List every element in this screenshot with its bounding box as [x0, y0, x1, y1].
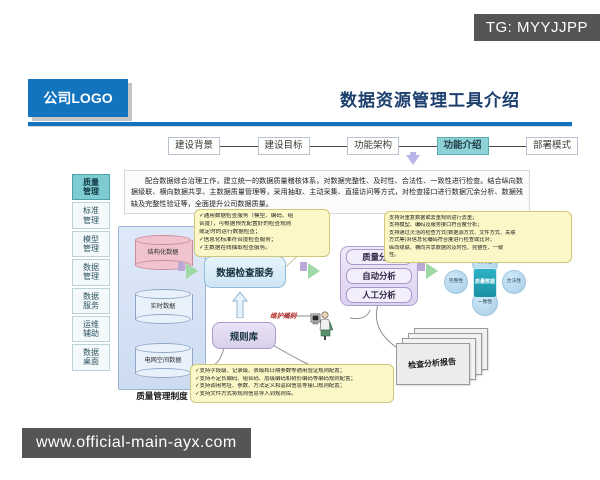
- sidebar-item-label-l1: 数据: [83, 263, 99, 273]
- callout-rule-config: ✓支持字段级、记录级、表级和日期参数等通用验证规则配置； ✓支持不定长编码、组合…: [190, 364, 394, 403]
- data-store-realtime: 实时数据: [135, 289, 193, 324]
- sidebar-item-label-l1: 数据: [83, 291, 99, 301]
- callout-line: 或定时的运行数据检查；: [199, 228, 261, 235]
- sidebar-item-data-service[interactable]: 数据 服务: [72, 287, 110, 314]
- arrow-tail-3: [418, 262, 425, 271]
- callout-line: 支持通过灵活的检查方式(数据源方式、文件方式、关联: [389, 229, 516, 236]
- architecture-diagram: 结构化数据 实时数据 电网空间数据 质量管理制度 数据检查服务: [112, 209, 582, 422]
- sidebar-item-label-l1: 标准: [83, 206, 99, 216]
- watermark-top: TG: MYYJJPP: [473, 14, 600, 41]
- breadcrumb-item-0[interactable]: 建设背景: [168, 137, 221, 155]
- company-logo: 公司LOGO: [28, 79, 128, 117]
- report-label: 检查分析报告: [407, 356, 457, 370]
- up-arrow-icon: [232, 292, 248, 318]
- arrow-tail-2: [300, 262, 307, 271]
- quality-data-center: 质量数据: [473, 268, 497, 298]
- callout-line: ✓支持不定长编码、组合码、层级编码和树形编码等编码规则配置；: [195, 375, 356, 382]
- data-store-label: 结构化数据: [147, 249, 179, 256]
- breadcrumb-item-1[interactable]: 建设目标: [257, 137, 310, 155]
- flow-arrow-2-icon: [308, 263, 320, 279]
- sidebar-item-label-l2: 管理: [83, 187, 99, 197]
- cylinder-bottom: [135, 314, 191, 324]
- description-text: 配合数据综合治理工作，建立统一的数据质量稽核体系，对数据完整性、及时性、合法性、…: [124, 170, 530, 215]
- data-store-grid-spatial: 电网空间数据: [135, 343, 193, 378]
- breadcrumb-connector: [488, 145, 526, 147]
- sidebar-item-label-l2: 服务: [83, 300, 99, 310]
- breadcrumb-item-2[interactable]: 功能架构: [347, 137, 400, 155]
- callout-line: 合度），可根据预先配置好的检查规则: [199, 220, 292, 227]
- breadcrumb: 建设背景 建设目标 功能架构 功能介绍 部署模式: [168, 135, 579, 157]
- sidebar: 质量 管理 标准 管理 模型 管理 数据 管理 数据 服务 运维 辅助 数据 桌…: [72, 174, 110, 371]
- sidebar-item-data-desktop[interactable]: 数据 桌面: [72, 344, 110, 371]
- node-data-check-service[interactable]: 数据检查服务: [204, 256, 286, 288]
- data-store-structured: 结构化数据: [135, 235, 193, 270]
- callout-line: ✓支持字段级、记录级、表级和日期参数等通用验证规则配置；: [195, 368, 346, 374]
- arrow-tail-1: [178, 262, 185, 271]
- page-title: 数据资源管理工具介绍: [340, 91, 520, 110]
- watermark-bottom: www.official-main-ayx.com: [22, 428, 251, 458]
- callout-line: 纵向级联、横向共享数据的及时性、完整性、一致: [389, 244, 504, 251]
- sidebar-item-standard[interactable]: 标准 管理: [72, 202, 110, 229]
- breadcrumb-connector: [399, 145, 437, 147]
- sidebar-item-label-l1: 数据: [83, 348, 99, 358]
- sidebar-item-label-l2: 管理: [83, 243, 99, 253]
- callout-line: 支持模型、编码及服务接口符合度分析；: [389, 222, 483, 229]
- sidebar-item-data-mgmt[interactable]: 数据 管理: [72, 259, 110, 286]
- breadcrumb-item-3[interactable]: 功能介绍: [436, 137, 489, 155]
- sidebar-item-label-l2: 辅助: [83, 329, 99, 339]
- user-at-computer-icon: [310, 311, 334, 340]
- cylinder-top: [135, 343, 191, 353]
- sidebar-item-ops-support[interactable]: 运维 辅助: [72, 315, 110, 343]
- flow-arrow-1-icon: [186, 263, 198, 279]
- breadcrumb-connector: [220, 145, 258, 147]
- callout-line: 方式等)对信息化编码符合度进行检查或比对；: [389, 237, 495, 244]
- callout-line: ✓支持文件方式将规则信息导入到规则库。: [195, 391, 297, 398]
- report-sheet: [396, 343, 470, 385]
- cylinder-bottom: [135, 368, 191, 378]
- chevron-down-icon: [406, 155, 420, 165]
- data-panel-title: 质量管理制度: [136, 391, 188, 401]
- sidebar-item-label-l2: 桌面: [83, 357, 99, 367]
- cylinder-top: [135, 235, 191, 245]
- maintain-rule-label: 维护规则: [270, 313, 297, 320]
- node-rule-base[interactable]: 规则库: [212, 322, 276, 349]
- quality-dimension-completeness: 完整性: [444, 270, 468, 294]
- data-source-panel: 结构化数据 实时数据 电网空间数据: [118, 226, 206, 390]
- cylinder-top: [135, 289, 191, 299]
- data-store-label: 电网空间数据: [144, 357, 182, 364]
- analysis-item-manual[interactable]: 人工分析: [346, 287, 412, 303]
- header-divider-light: [28, 126, 572, 127]
- callout-line: 性。: [389, 251, 400, 258]
- sidebar-item-label-l1: 模型: [83, 234, 99, 244]
- callout-line: ✓通用数据检查服务（模型、编码、组: [199, 213, 294, 219]
- data-store-label: 实时数据: [150, 303, 176, 310]
- callout-line: 支持对重复数据或去重规则进行去重；: [389, 215, 478, 221]
- header-divider: [28, 122, 572, 126]
- sidebar-item-label-l1: 质量: [83, 178, 99, 187]
- flow-arrow-3-icon: [426, 263, 438, 279]
- breadcrumb-connector: [309, 145, 347, 147]
- sidebar-item-model[interactable]: 模型 管理: [72, 230, 110, 258]
- callout-line: ✓信息化标准符合度检查服务；: [199, 236, 277, 243]
- callout-check-service: ✓通用数据检查服务（模型、编码、组 合度），可根据预先配置好的检查规则 或定时的…: [194, 209, 330, 257]
- sidebar-item-label-l1: 运维: [83, 319, 99, 329]
- analysis-item-auto[interactable]: 自动分析: [346, 268, 412, 284]
- analysis-report-stack[interactable]: 检查分析报告: [396, 328, 492, 385]
- sidebar-item-quality[interactable]: 质量 管理: [72, 174, 110, 201]
- sidebar-item-label-l2: 管理: [83, 272, 99, 282]
- breadcrumb-item-4[interactable]: 部署模式: [526, 137, 579, 155]
- callout-line: ✓支持调用地址、参数、方法定义和返回信息等接口规则配置；: [195, 383, 346, 390]
- quality-dimension-legality: 合法性: [502, 270, 526, 294]
- callout-analysis-capabilities: 支持对重复数据或去重规则进行去重； 支持模型、编码及服务接口符合度分析； 支持通…: [384, 211, 572, 264]
- callout-line: ✓主数据在线抽取检查服务。: [199, 244, 271, 251]
- sidebar-item-label-l2: 管理: [83, 215, 99, 225]
